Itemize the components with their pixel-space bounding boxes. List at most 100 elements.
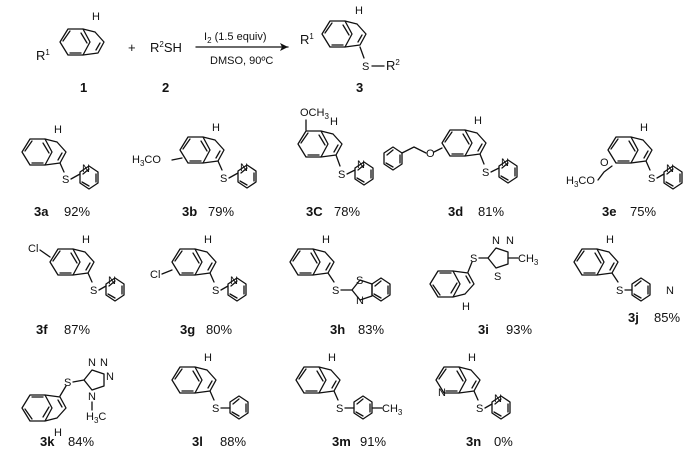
n-label: N xyxy=(108,275,116,287)
s-label: S xyxy=(212,403,219,415)
n-label: N xyxy=(506,235,514,247)
nh-label: H xyxy=(204,234,212,246)
yield-label: 85% xyxy=(654,310,680,325)
conditions-text: DMSO, 90ºC xyxy=(210,55,273,67)
n-label: N xyxy=(82,163,90,175)
compound-label: 3n xyxy=(466,434,481,449)
n-label: N xyxy=(356,295,364,307)
s-label: S xyxy=(332,285,339,297)
nh-label: H xyxy=(606,234,614,246)
n-label: N xyxy=(106,371,114,383)
compound-3n: H N S N 3n 0% xyxy=(435,352,513,449)
compound-3c: OCH3 H S N 3C 78% xyxy=(297,107,374,219)
n-label: N xyxy=(494,393,502,405)
yield-label: 79% xyxy=(208,204,234,219)
n-label: N xyxy=(357,159,365,171)
och3-label: OCH3 xyxy=(300,107,329,121)
h3co-label: H3CO xyxy=(132,154,161,168)
n-label: N xyxy=(501,157,509,169)
compound-label: 3f xyxy=(36,322,48,337)
compound-3d: O H S N 3d 81% xyxy=(383,115,518,219)
s-label: S xyxy=(616,285,623,297)
yield-label: 88% xyxy=(220,434,246,449)
nh-label: H xyxy=(328,352,336,364)
s-label: S xyxy=(212,285,219,297)
compound-3g: Cl H S N 3g 80% xyxy=(150,234,247,337)
s-label: S xyxy=(220,173,227,185)
ch3-label: H3C xyxy=(86,411,106,425)
s-label: S xyxy=(90,285,97,297)
nh-label: H xyxy=(92,11,100,23)
nh-label: H xyxy=(322,234,330,246)
n-label: N xyxy=(240,162,248,174)
nh-label: H xyxy=(468,352,476,364)
compound-3f: Cl H S N 3f 87% xyxy=(28,234,125,337)
product-label: 3 xyxy=(356,80,363,95)
s-label: S xyxy=(338,169,345,181)
nh-label: H xyxy=(54,427,62,439)
yield-label: 92% xyxy=(64,204,90,219)
compound-label: 3d xyxy=(448,204,463,219)
cl-label: Cl xyxy=(28,243,38,255)
compound-3j: H S N 3j 85% xyxy=(573,234,680,325)
nh-label: H xyxy=(54,124,62,136)
n-label: N xyxy=(230,275,238,287)
s-label: S xyxy=(362,61,369,73)
n-label: N xyxy=(666,285,674,297)
r1-label: R1 xyxy=(36,48,50,63)
n-label: N xyxy=(100,357,108,369)
cl-label: Cl xyxy=(150,269,160,281)
s-label: S xyxy=(476,403,483,415)
s-label: S xyxy=(470,253,477,265)
nh-label: H xyxy=(330,116,338,128)
compound-3e: H3CO O H S N 3e 75% xyxy=(566,122,683,219)
compound-3h: H S S N 3h 83% xyxy=(289,234,391,337)
compound-3k: H S N N N N H3C 3k 84% xyxy=(21,357,114,449)
nh-label: H xyxy=(355,5,363,17)
ch3-label: CH3 xyxy=(382,403,403,417)
yield-label: 84% xyxy=(68,434,94,449)
product-3: H R1 S R2 3 xyxy=(300,5,400,95)
yield-label: 81% xyxy=(478,204,504,219)
nh-label: H xyxy=(640,122,648,134)
yield-label: 91% xyxy=(360,434,386,449)
compound-label: 3m xyxy=(332,434,351,449)
compound-label: 3k xyxy=(40,434,55,449)
compound-3m: H S CH3 3m 91% xyxy=(295,352,403,449)
o-label: O xyxy=(426,148,435,160)
s-label: S xyxy=(356,275,363,287)
reactant-2: R2SH 2 xyxy=(150,40,182,95)
reactant-2-label: 2 xyxy=(162,80,169,95)
n-label: N xyxy=(438,387,446,399)
reactant-1-label: 1 xyxy=(80,80,87,95)
compound-label: 3C xyxy=(306,204,323,219)
r2sh-formula: R2SH xyxy=(150,40,182,55)
reagent-text: I2 (1.5 equiv) xyxy=(204,31,267,45)
compound-label: 3h xyxy=(330,322,345,337)
yield-label: 0% xyxy=(494,434,513,449)
nh-label: H xyxy=(212,122,220,134)
compound-label: 3i xyxy=(478,322,489,337)
nh-label: H xyxy=(462,301,470,313)
reactant-1: H R1 1 xyxy=(36,11,105,95)
compound-3b: H H3CO S N 3b 79% xyxy=(132,122,257,219)
yield-label: 78% xyxy=(334,204,360,219)
nh-label: H xyxy=(474,115,482,127)
plus-sign: + xyxy=(128,40,136,55)
yield-label: 80% xyxy=(206,322,232,337)
n-label: N xyxy=(88,391,96,403)
n-label: N xyxy=(666,163,674,175)
s-label: S xyxy=(64,377,71,389)
yield-label: 83% xyxy=(358,322,384,337)
compound-label: 3a xyxy=(34,204,49,219)
r2-label: R2 xyxy=(386,58,400,73)
h3co-label: H3CO xyxy=(566,175,595,189)
nh-label: H xyxy=(204,352,212,364)
s-label: S xyxy=(482,167,489,179)
compound-label: 3b xyxy=(182,204,197,219)
yield-label: 75% xyxy=(630,204,656,219)
yield-label: 93% xyxy=(506,322,532,337)
compound-label: 3e xyxy=(602,204,616,219)
reaction-arrow: I2 (1.5 equiv) DMSO, 90ºC xyxy=(195,31,289,67)
